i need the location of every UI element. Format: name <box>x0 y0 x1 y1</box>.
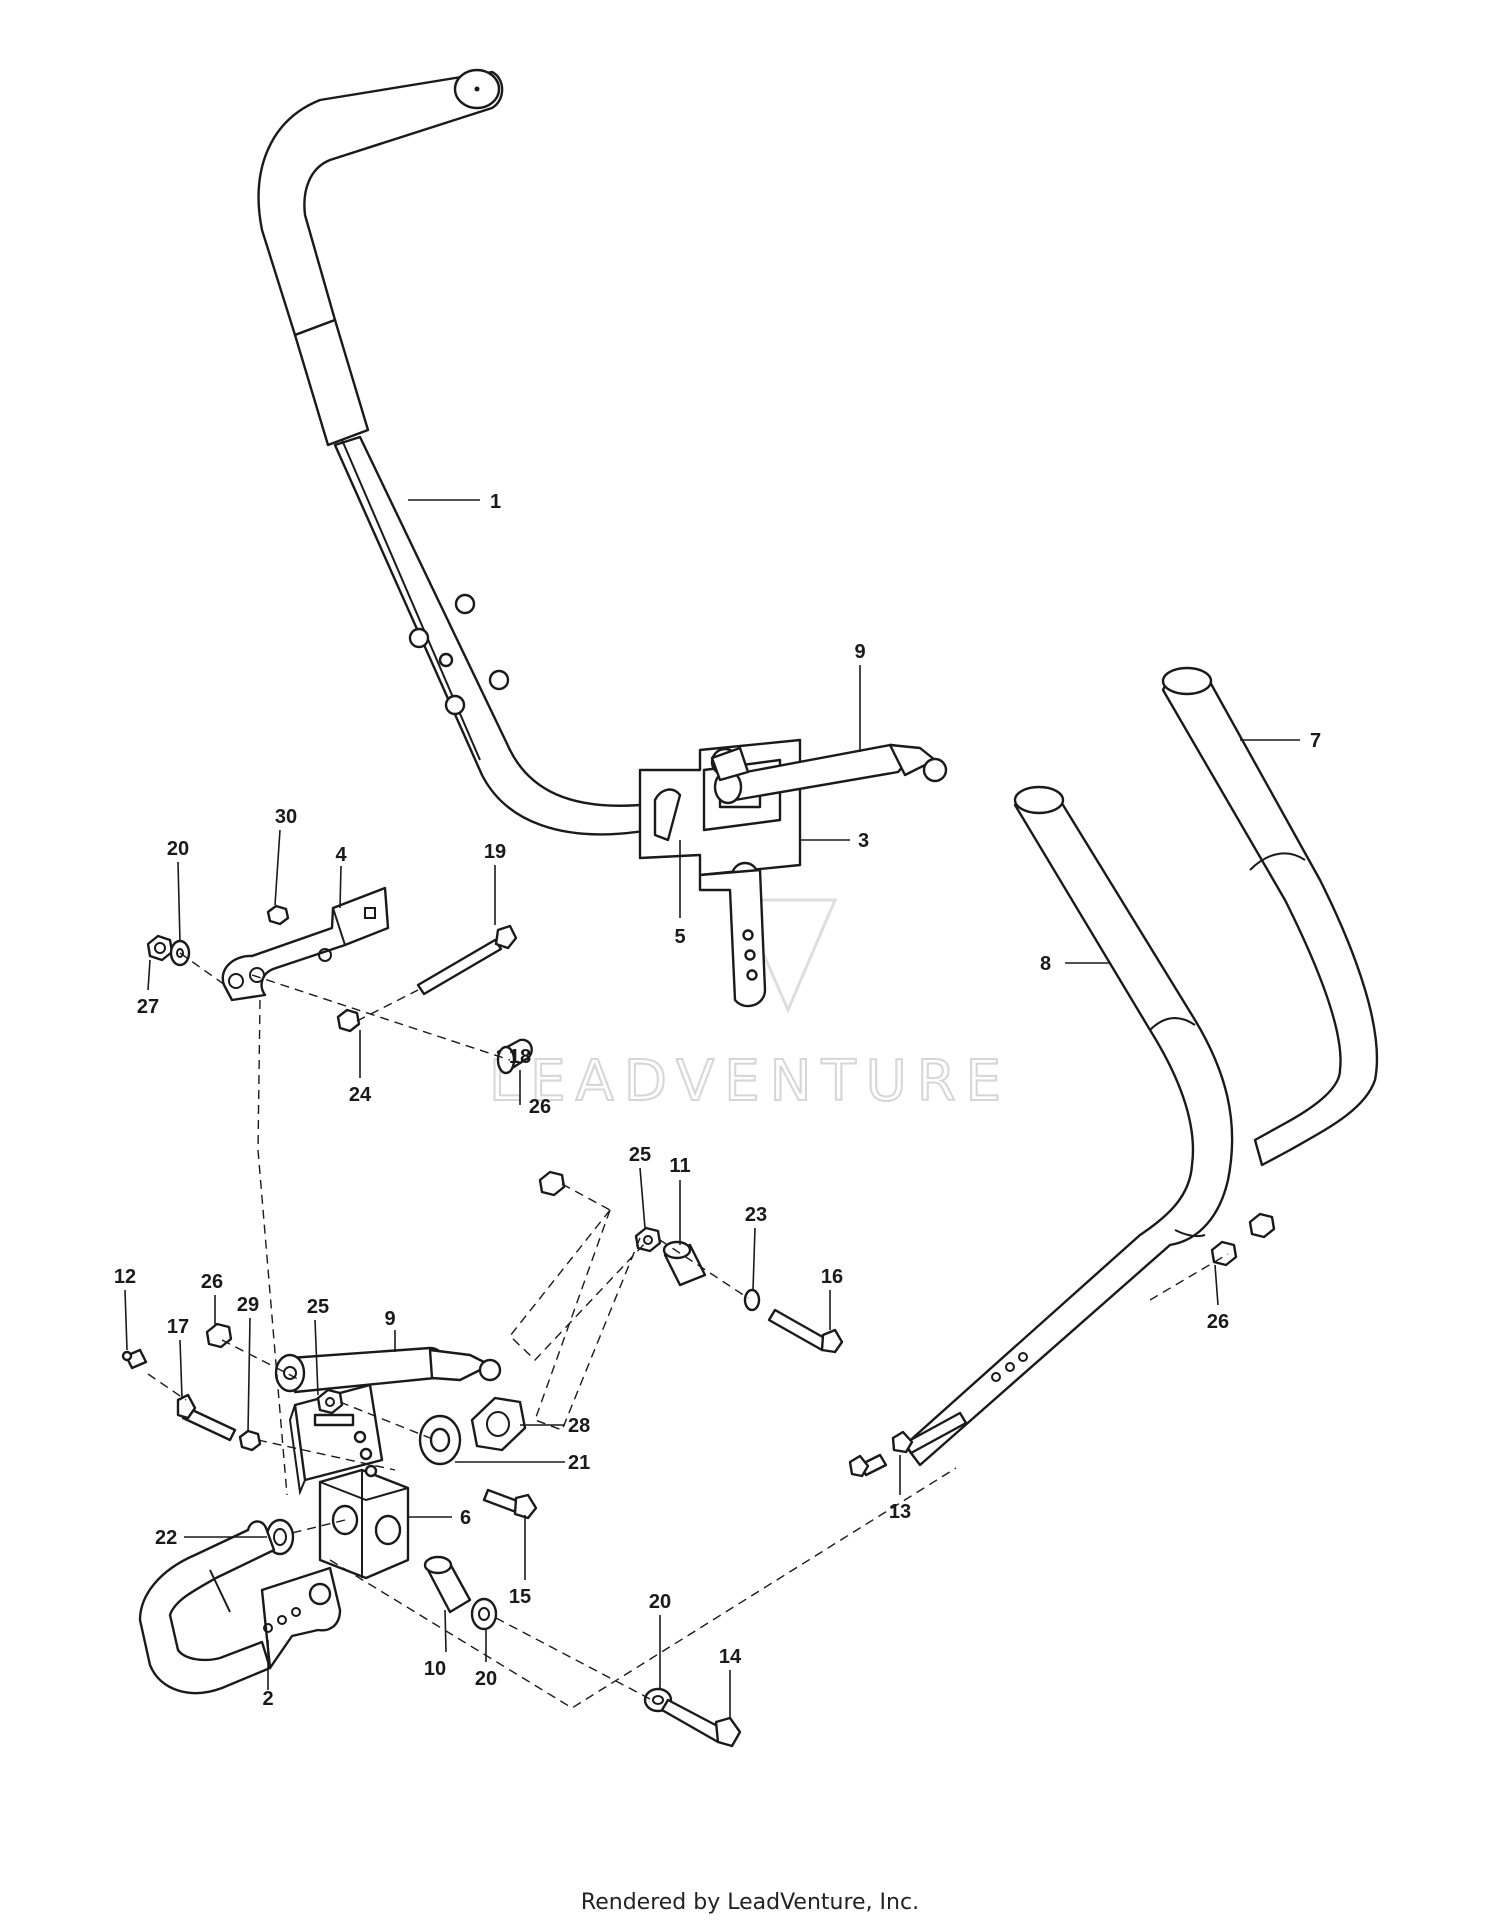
callout-13: 13 <box>889 1501 911 1523</box>
callout-27: 27 <box>137 996 159 1018</box>
leader-lines <box>124 499 1300 1718</box>
control-bar-8 <box>903 785 1234 1467</box>
callout-labels: 1 2 3 4 5 6 7 8 9 9 10 11 12 13 14 15 16… <box>114 491 1321 1710</box>
svg-text:LEADVENTURE: LEADVENTURE <box>489 1049 1011 1114</box>
callout-16: 16 <box>821 1266 843 1288</box>
bolt-17 <box>176 1393 237 1442</box>
footer-credit: Rendered by LeadVenture, Inc. <box>580 1890 920 1915</box>
callout-21: 21 <box>568 1452 590 1474</box>
nut-28 <box>470 1396 527 1452</box>
callout-23: 23 <box>745 1204 767 1226</box>
bolt-13-a <box>891 1411 968 1455</box>
spacer-10 <box>423 1555 472 1614</box>
nut-29 <box>238 1429 262 1452</box>
control-bar-7 <box>1161 666 1379 1167</box>
callout-19: 19 <box>484 841 506 863</box>
assembly-lines <box>147 952 1229 1709</box>
callout-2: 2 <box>262 1688 273 1710</box>
callout-20-left: 20 <box>167 838 189 860</box>
control-handle-1 <box>257 68 652 836</box>
callout-14: 14 <box>719 1646 742 1668</box>
bolt-15 <box>482 1488 538 1520</box>
callout-9-upper: 9 <box>854 641 865 663</box>
callout-26-left: 26 <box>201 1271 223 1293</box>
callout-20-bottom: 20 <box>649 1591 671 1613</box>
callout-24: 24 <box>349 1084 372 1106</box>
callout-11: 11 <box>669 1155 690 1177</box>
callout-1: 1 <box>490 491 501 513</box>
washer-21 <box>418 1414 462 1466</box>
nut-24 <box>336 1008 361 1033</box>
callout-20-lower: 20 <box>475 1668 497 1690</box>
callout-5: 5 <box>674 926 685 948</box>
callout-17: 17 <box>167 1316 189 1338</box>
callout-8: 8 <box>1040 953 1051 975</box>
callout-26-middle: 26 <box>529 1096 551 1118</box>
callout-10: 10 <box>424 1658 446 1680</box>
callout-30: 30 <box>275 806 297 828</box>
flange-nut-27 <box>146 934 174 962</box>
nut-26-middle <box>538 1170 566 1197</box>
clevis-pin-18 <box>496 1038 533 1075</box>
shock-absorber-9-lower <box>274 1346 502 1394</box>
lower-handle-2 <box>138 1520 342 1695</box>
bolt-19 <box>416 924 518 996</box>
callout-7: 7 <box>1310 730 1321 752</box>
pivot-block-6 <box>318 1468 410 1580</box>
callout-18: 18 <box>509 1046 531 1068</box>
bolt-13-b <box>848 1453 888 1478</box>
callout-3: 3 <box>858 830 869 852</box>
nut-30 <box>266 904 290 926</box>
callout-15: 15 <box>509 1586 531 1608</box>
grease-fitting-12 <box>121 1348 148 1370</box>
washer-23 <box>743 1288 761 1312</box>
callout-25-right: 25 <box>629 1144 651 1166</box>
mounting-bracket-5 <box>698 868 767 1008</box>
callout-9-lower: 9 <box>384 1308 395 1330</box>
lock-nut-25-right <box>634 1226 662 1253</box>
nut-26-right-upper <box>1248 1212 1276 1239</box>
callout-6: 6 <box>460 1507 471 1529</box>
lock-nut-25-left <box>316 1388 344 1415</box>
callout-12: 12 <box>114 1266 136 1288</box>
handle-bolts <box>408 593 510 716</box>
callout-26-right: 26 <box>1207 1311 1229 1333</box>
callout-25-left: 25 <box>307 1296 329 1318</box>
bolt-16 <box>767 1308 844 1354</box>
callout-22: 22 <box>155 1527 177 1549</box>
bolt-14 <box>660 1698 742 1748</box>
callout-29: 29 <box>237 1294 259 1316</box>
shock-absorber-9-upper <box>710 743 948 805</box>
callout-28: 28 <box>568 1415 590 1437</box>
spacer-11 <box>662 1240 707 1287</box>
callout-4: 4 <box>335 844 347 866</box>
washer-20-lower <box>470 1597 498 1631</box>
pivot-plate-4 <box>221 886 390 1002</box>
clevis-bracket <box>288 1383 384 1496</box>
leadventure-watermark: LEADVENTURE <box>488 898 1011 1115</box>
